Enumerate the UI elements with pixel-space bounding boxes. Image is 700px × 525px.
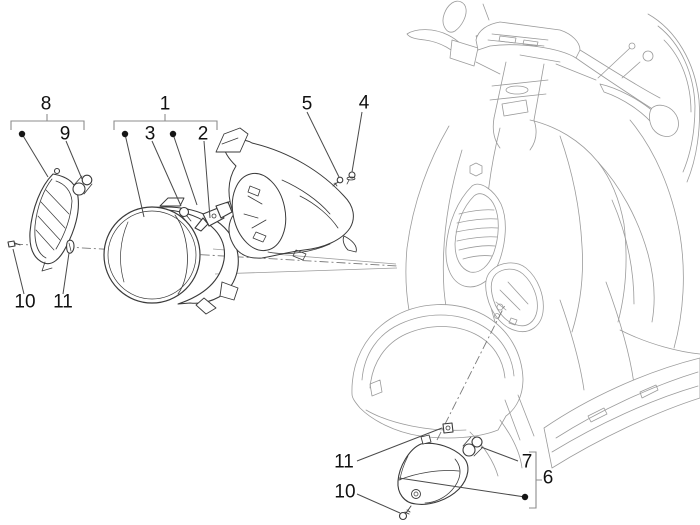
headlamp-housing: [149, 197, 239, 315]
lower-turn-signal-lens: [397, 434, 469, 505]
callout-11-left: 11: [53, 291, 73, 313]
leader-10-bottom: [356, 493, 401, 514]
leader-8: [21, 133, 49, 178]
lower-turn-signal-screw: [398, 505, 412, 521]
headlamp-bulb-socket: [194, 186, 241, 232]
exploded-parts: [7, 127, 484, 521]
headlamp-lens: [103, 206, 201, 304]
bracket-8: [10, 114, 85, 130]
dot-2: [169, 130, 177, 138]
headlamp-axis-centerline: [13, 243, 399, 267]
leader-1: [124, 133, 145, 218]
callout-2: 2: [197, 123, 209, 145]
dot-6: [521, 493, 529, 501]
callout-10-bottom: 10: [334, 481, 356, 503]
headlamp-parking-bulb: [178, 206, 192, 222]
leader-2: [203, 140, 211, 219]
leader-10-left: [12, 248, 25, 295]
leader-lines: [12, 111, 526, 514]
leader-9: [65, 140, 83, 180]
leader-7: [480, 446, 519, 462]
handlebar-cover: [215, 127, 357, 261]
cover-screw-5: [332, 176, 344, 187]
callout-5: 5: [301, 93, 313, 115]
callout-10-left: 10: [14, 291, 36, 313]
callout-9: 9: [59, 123, 71, 145]
scooter-artwork: [351, 0, 700, 477]
lower-turn-signal-clip: [442, 422, 454, 434]
dot-1: [121, 130, 129, 138]
dot-8: [18, 130, 26, 138]
left-turn-signal-screw: [7, 240, 21, 248]
callout-4: 4: [358, 92, 370, 114]
leader-6: [398, 477, 526, 498]
callout-dots: [18, 130, 529, 501]
leader-5: [306, 111, 340, 178]
lower-turn-signal-bulb: [462, 436, 484, 457]
callout-brackets: [10, 114, 542, 509]
callout-3: 3: [144, 123, 156, 145]
bracket-1: [113, 114, 218, 130]
callout-7: 7: [521, 451, 533, 473]
leader-4: [351, 111, 363, 173]
callout-6: 6: [542, 467, 554, 489]
leader-11-left: [62, 252, 70, 295]
bracket-6: [529, 451, 542, 509]
callout-1: 1: [159, 93, 171, 115]
leader-2-dot: [172, 133, 198, 206]
callout-11-bottom: 11: [334, 451, 354, 473]
cover-screw-4: [346, 171, 356, 185]
left-turn-signal-lens: [29, 167, 79, 272]
left-turn-signal-clip: [66, 239, 75, 254]
leader-11-bottom: [356, 427, 443, 462]
left-turn-signal-bulb: [72, 174, 93, 196]
callout-8: 8: [40, 93, 52, 115]
lower-indicator-centerline: [436, 304, 506, 441]
leader-3: [151, 140, 182, 207]
